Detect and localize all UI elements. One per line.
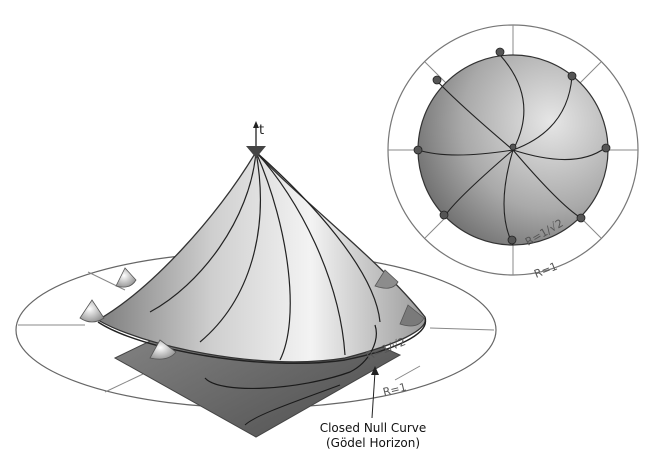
node-marker bbox=[432, 75, 442, 85]
apex-marker-icon bbox=[246, 146, 266, 158]
cone-outer-radius-label: R=1 bbox=[382, 381, 408, 399]
horizon-callout: Closed Null Curve (Gödel Horizon) bbox=[320, 366, 427, 450]
mini-cone bbox=[149, 339, 177, 360]
callout-line-1: Closed Null Curve bbox=[320, 421, 427, 435]
node-marker bbox=[439, 210, 449, 220]
node-marker bbox=[576, 213, 586, 223]
time-axis-arrow-icon bbox=[253, 121, 259, 128]
callout-arrow-icon bbox=[371, 366, 379, 375]
mini-cone bbox=[374, 269, 399, 289]
time-axis: t bbox=[246, 121, 266, 158]
center-marker bbox=[509, 143, 517, 151]
node-marker bbox=[567, 71, 577, 81]
node-marker bbox=[413, 145, 423, 155]
top-view-disc: R=1/√2 R=1 bbox=[387, 24, 639, 281]
callout-pointer bbox=[371, 371, 376, 419]
closed-null-curve bbox=[204, 324, 377, 389]
cone-surface bbox=[96, 150, 427, 363]
node-marker bbox=[495, 47, 505, 57]
mini-cone bbox=[115, 267, 137, 288]
disc-spiral-curves bbox=[417, 54, 606, 246]
mini-cone bbox=[399, 304, 425, 327]
goedel-horizon-ellipse bbox=[97, 317, 427, 365]
mini-light-cones bbox=[79, 267, 425, 360]
cone-spiral-curves bbox=[149, 151, 381, 361]
callout-line-2: (Gödel Horizon) bbox=[326, 436, 420, 450]
node-marker bbox=[507, 235, 517, 245]
closed-null-curve-lower bbox=[244, 384, 341, 426]
light-cone-3d: t R=1/√2 R=1 bbox=[15, 121, 497, 438]
disc-node-markers bbox=[413, 47, 611, 245]
mini-cone bbox=[79, 299, 105, 323]
node-marker bbox=[601, 143, 611, 153]
time-axis-label: t bbox=[259, 123, 264, 138]
disc-ring-spokes bbox=[388, 25, 638, 275]
